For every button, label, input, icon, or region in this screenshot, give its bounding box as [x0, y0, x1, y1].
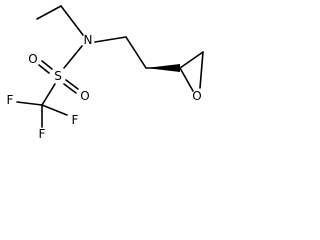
bond-c-f-right — [41, 104, 68, 116]
bond-epoxide-c1-c2 — [179, 51, 204, 69]
bond-ch2-ch2 — [125, 36, 147, 69]
bond-c-f-left — [16, 101, 43, 106]
structure-drawing: N S O O F F F O — [7, 5, 204, 141]
stereo-wedge — [146, 64, 180, 72]
bond-ethyl-ch3-ch2 — [36, 5, 62, 20]
bond-s-o-upper-b — [38, 64, 50, 74]
atom-n: N — [84, 33, 93, 47]
atom-s: S — [54, 69, 62, 83]
atom-f-bottom: F — [39, 127, 46, 141]
atom-o-epoxide: O — [192, 89, 201, 103]
bond-epoxide-c1-o — [179, 67, 194, 92]
atom-f-left: F — [7, 93, 14, 107]
bond-s-o-upper-a — [41, 60, 53, 70]
bond-s-o-lower-a — [65, 79, 79, 90]
bond-ethyl-ch2-n — [60, 5, 84, 36]
atom-o-sulfonyl-lower: O — [80, 89, 89, 103]
bond-s-o-lower-b — [63, 83, 77, 94]
atom-f-right: F — [72, 113, 79, 127]
molecule-canvas: N S O O F F F O — [0, 0, 230, 161]
atom-o-sulfonyl-upper: O — [28, 52, 37, 66]
bond-n-s — [63, 45, 83, 69]
bond-n-ch2 — [94, 36, 127, 43]
bond-s-cf3 — [41, 83, 56, 106]
bond-epoxide-c2-o — [199, 51, 204, 89]
